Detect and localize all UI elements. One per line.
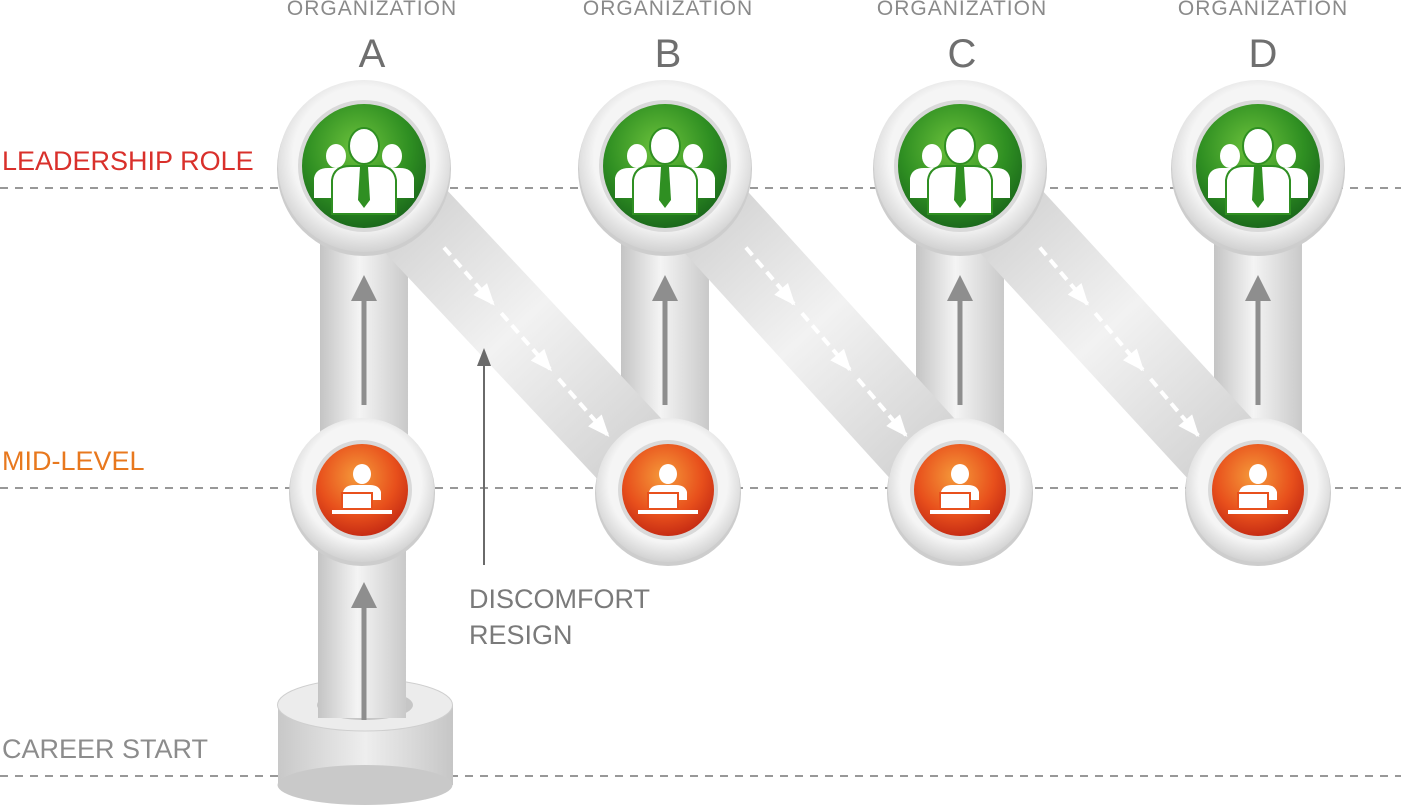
org-d-caption: ORGANIZATION bbox=[1177, 0, 1349, 20]
org-a-letter: A bbox=[358, 32, 386, 76]
annotation-pointer-head bbox=[477, 348, 491, 366]
desk-worker-icon bbox=[930, 464, 990, 514]
arrow-icon-c-to-d bbox=[1038, 246, 1201, 439]
annotation-line-discomfort: DISCOMFORT bbox=[469, 584, 650, 614]
org-a-caption: ORGANIZATION bbox=[286, 0, 458, 20]
arrow-icon-start-up bbox=[351, 582, 377, 720]
mid-level-node-c bbox=[887, 418, 1033, 566]
desk-worker-icon bbox=[1228, 464, 1288, 514]
arrow-icon-b-to-c bbox=[744, 246, 909, 439]
arrow-icon-d-up bbox=[1245, 275, 1271, 405]
level-label-career-start: CAREER START bbox=[2, 734, 209, 764]
annotation-line-resign: RESIGN bbox=[469, 620, 573, 650]
arrow-icon-c-up bbox=[947, 275, 973, 405]
annotation-pointer bbox=[477, 348, 491, 565]
org-d-letter: D bbox=[1248, 32, 1278, 76]
team-leader-icon bbox=[615, 127, 715, 215]
org-b-caption: ORGANIZATION bbox=[582, 0, 754, 20]
team-leader-icon bbox=[910, 127, 1010, 215]
path-arrows bbox=[351, 246, 1271, 720]
level-label-leadership: LEADERSHIP ROLE bbox=[2, 146, 254, 176]
desk-worker-icon bbox=[332, 464, 392, 514]
arrow-icon-b-up bbox=[652, 275, 678, 405]
arrow-icon-a-to-b bbox=[442, 246, 611, 439]
path-pipes bbox=[318, 135, 1302, 718]
leadership-node-d bbox=[1171, 80, 1345, 256]
org-c-letter: C bbox=[947, 32, 977, 76]
team-leader-icon bbox=[1208, 127, 1308, 215]
arrow-icon-a-up bbox=[351, 275, 377, 405]
leadership-node-a bbox=[277, 80, 451, 256]
desk-worker-icon bbox=[638, 464, 698, 514]
team-leader-icon bbox=[314, 127, 414, 215]
leadership-node-c bbox=[873, 80, 1047, 256]
level-label-mid: MID-LEVEL bbox=[2, 446, 145, 476]
mid-level-node-a bbox=[289, 418, 435, 566]
role-nodes bbox=[277, 80, 1345, 566]
mid-level-node-b bbox=[595, 418, 741, 566]
base-bottom bbox=[277, 765, 453, 805]
leadership-node-b bbox=[578, 80, 752, 256]
mid-level-node-d bbox=[1185, 418, 1331, 566]
org-c-caption: ORGANIZATION bbox=[876, 0, 1048, 20]
org-b-letter: B bbox=[654, 32, 682, 76]
